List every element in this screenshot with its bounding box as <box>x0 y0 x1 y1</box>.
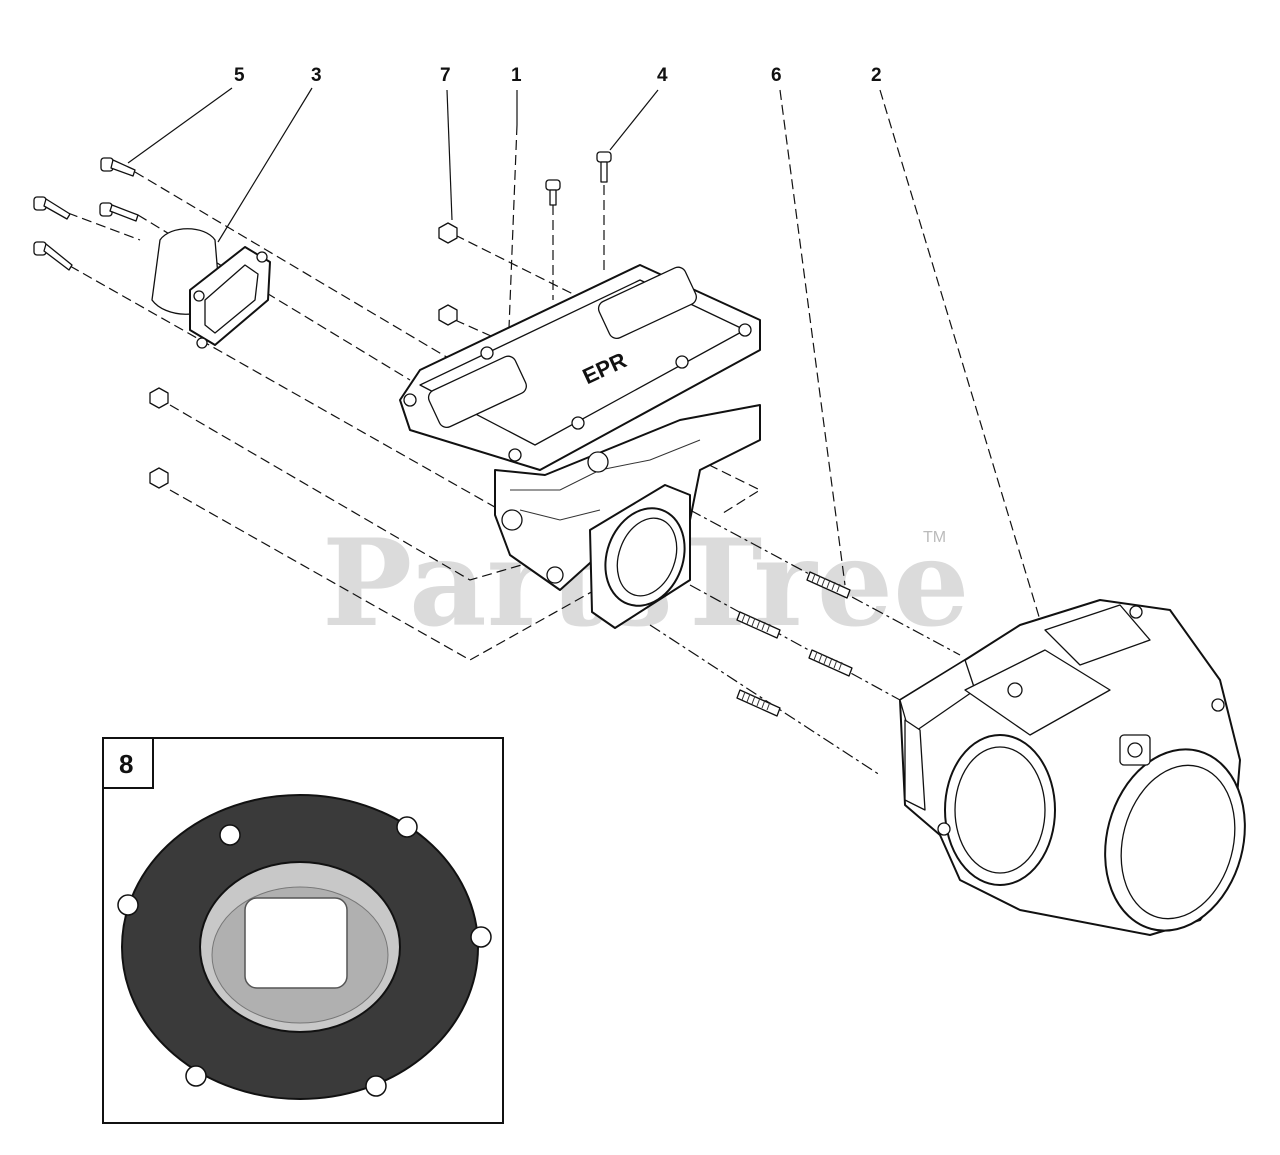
align-line-a <box>134 171 461 366</box>
screw-4-a[interactable] <box>545 179 561 206</box>
inset-gasket-part-8: 8 <box>102 737 504 1124</box>
gasket[interactable] <box>117 794 492 1100</box>
screw-left-middle[interactable] <box>99 202 139 222</box>
callout-7[interactable]: 7 <box>440 65 451 86</box>
nut-lower-b[interactable] <box>149 467 169 489</box>
callout-6[interactable]: 6 <box>771 65 782 86</box>
align-line-b <box>67 212 141 241</box>
screw-left-lower[interactable] <box>33 241 73 271</box>
leader-5 <box>127 87 233 164</box>
gasket-hole-5 <box>185 1065 207 1087</box>
screws-part-4 <box>545 151 612 206</box>
align-line-j <box>169 489 596 661</box>
align-line-e <box>454 234 586 301</box>
callout-2[interactable]: 2 <box>871 65 882 86</box>
leader-1b <box>508 124 518 329</box>
throttle-body-part-2[interactable] <box>899 599 1264 946</box>
align-line-d <box>69 265 501 511</box>
align-line-i <box>169 404 591 581</box>
leader-6 <box>779 89 846 586</box>
stud-b[interactable] <box>736 611 781 639</box>
gasket-hole-4 <box>470 926 492 948</box>
leader-4 <box>609 89 659 151</box>
intake-adapter-part-3[interactable] <box>151 228 271 349</box>
gasket-hole-1 <box>219 824 241 846</box>
align-line-m <box>689 584 901 701</box>
leader-7 <box>446 89 453 221</box>
inset-label: 8 <box>119 749 133 779</box>
nuts-left <box>149 222 458 489</box>
watermark-trademark: TM <box>923 529 946 546</box>
leader-lines <box>127 87 1041 621</box>
align-line-k <box>694 457 762 516</box>
leader-2 <box>879 89 1041 621</box>
callout-5[interactable]: 5 <box>234 65 245 86</box>
leader-3 <box>217 87 313 243</box>
studs-part-6 <box>736 571 853 717</box>
align-line-l <box>689 509 961 656</box>
stud-c[interactable] <box>808 649 853 677</box>
nut-lower-a[interactable] <box>149 387 169 409</box>
screw-5-top[interactable] <box>100 157 136 177</box>
main-housing-part-1[interactable]: EPR <box>399 264 761 629</box>
inset-label-box <box>102 737 154 789</box>
callout-4[interactable]: 4 <box>657 65 668 86</box>
screw-4-b[interactable] <box>596 151 612 183</box>
gasket-hole-6 <box>365 1075 387 1097</box>
gasket-hole-3 <box>117 894 139 916</box>
align-line-h <box>454 319 501 341</box>
screw-left-upper[interactable] <box>33 196 71 220</box>
callout-3[interactable]: 3 <box>311 65 322 86</box>
nut-upper[interactable] <box>438 304 458 326</box>
gasket-hole-2 <box>396 816 418 838</box>
stud-d[interactable] <box>736 689 781 717</box>
stud-a[interactable] <box>806 571 851 599</box>
callout-1[interactable]: 1 <box>511 65 522 86</box>
screw-group-left <box>33 157 139 271</box>
callout-numbers: 5 3 7 1 4 6 2 <box>234 65 882 86</box>
nut-7[interactable] <box>438 222 458 244</box>
